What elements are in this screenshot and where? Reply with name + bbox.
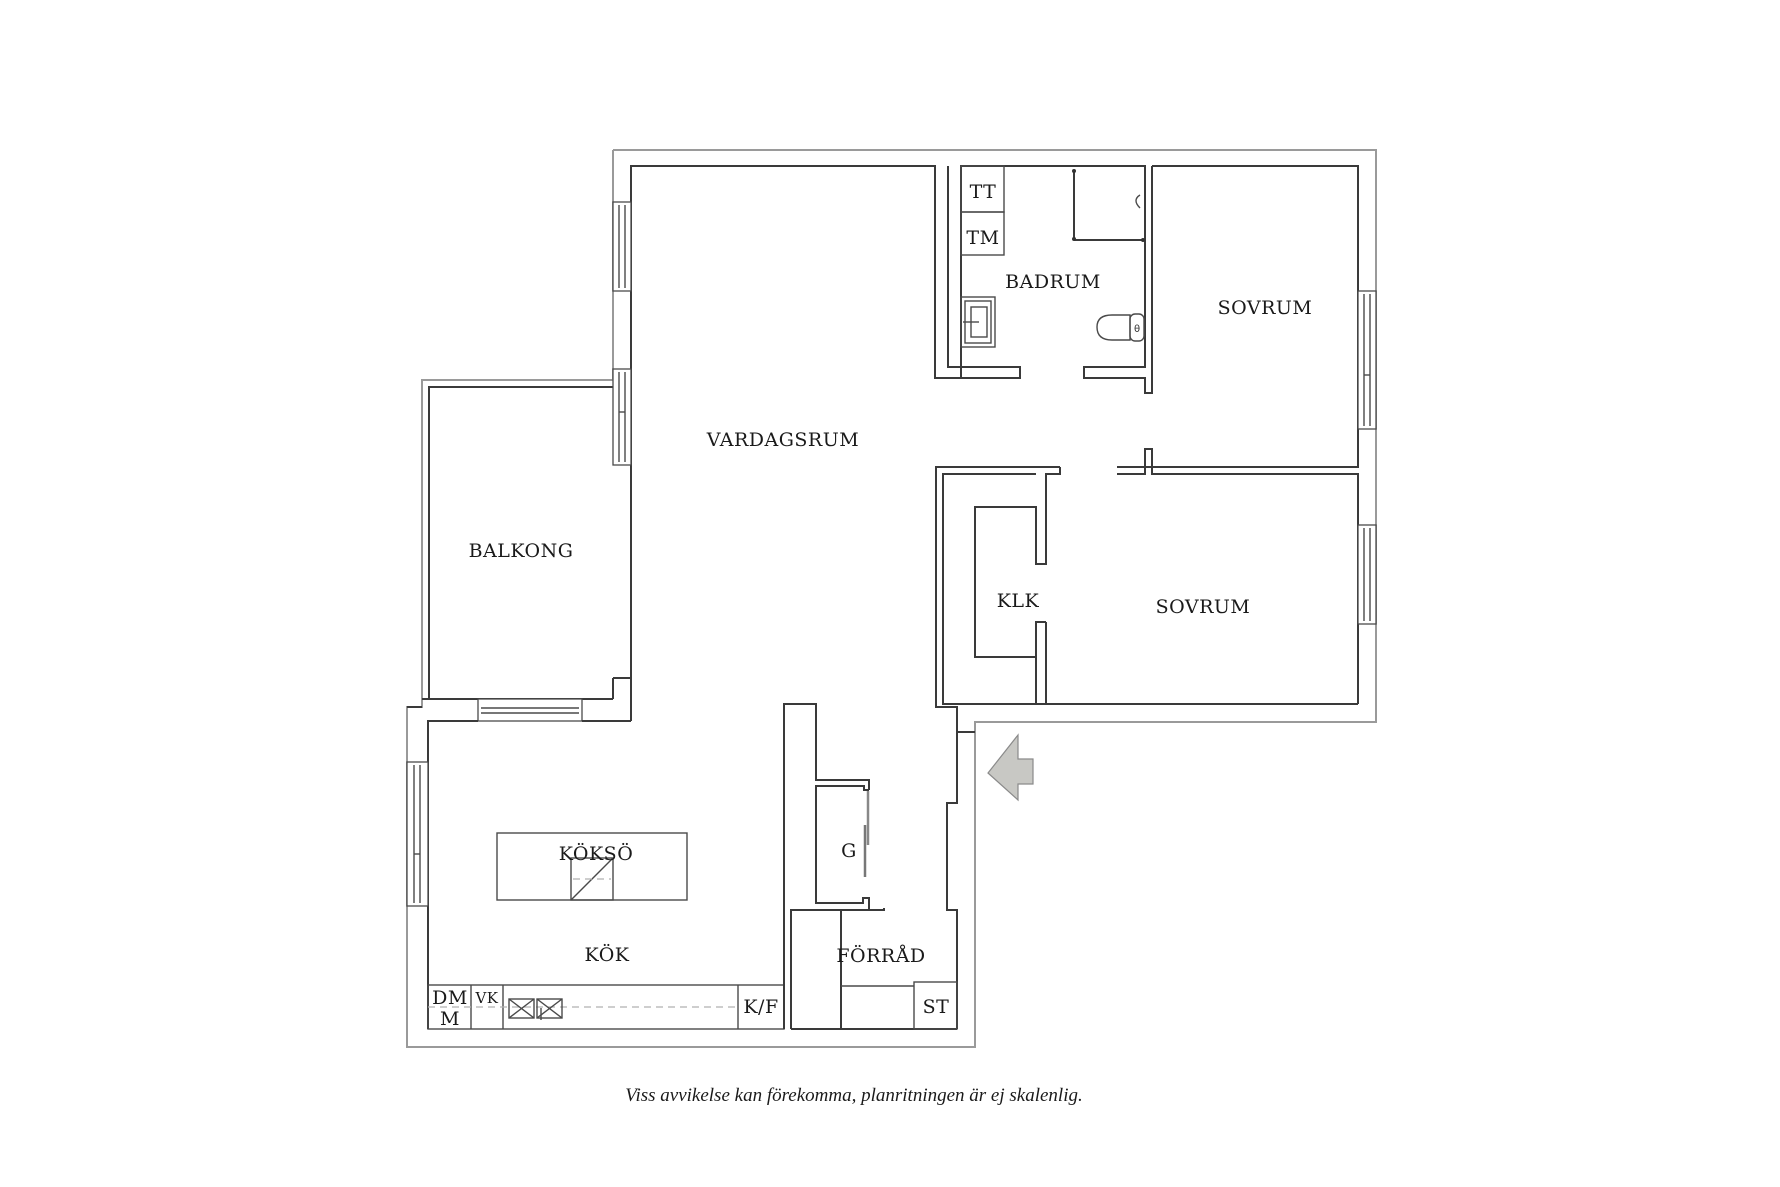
balcony-walls <box>422 386 613 722</box>
room-label-klk: KLK <box>996 590 1040 612</box>
upper-bedroom-walls <box>1117 165 1377 704</box>
double-sink-icon <box>508 998 563 1020</box>
hall-walls <box>783 703 975 1030</box>
fixture-label-m: M <box>440 1008 460 1030</box>
entrance-arrow-icon <box>987 733 1034 802</box>
fixture-label-vk: VK <box>475 989 499 1007</box>
fixture-label-tm: TM <box>966 227 1000 249</box>
fixture-label-dm: DM <box>432 987 468 1009</box>
room-label-sovrum-upper: SOVRUM <box>1217 297 1313 319</box>
closet-walls <box>935 466 1358 733</box>
svg-text:θ: θ <box>1134 324 1140 335</box>
room-label-forrad: FÖRRÅD <box>836 945 926 967</box>
sink-icon <box>960 296 996 348</box>
room-label-balkong: BALKONG <box>468 540 574 562</box>
kitchen-walls <box>406 678 632 1029</box>
fixture-label-tt: TT <box>969 181 997 203</box>
fixture-label-koksö: KÖKSÖ <box>558 843 634 865</box>
room-label-sovrum-lower: SOVRUM <box>1155 596 1251 618</box>
fixture-label-kf: K/F <box>743 996 779 1018</box>
fixture-label-g: G <box>841 840 857 862</box>
room-label-vardagsrum: VARDAGSRUM <box>706 429 860 451</box>
toilet-icon: θ <box>1096 313 1145 342</box>
fixture-label-st: ST <box>922 996 950 1018</box>
disclaimer-caption: Viss avvikelse kan förekomma, planritnin… <box>625 1085 1083 1106</box>
kitchen-island <box>496 832 688 901</box>
bathroom-walls <box>960 165 1153 394</box>
room-label-kok: KÖK <box>584 944 630 966</box>
living-room-windows <box>612 201 632 466</box>
room-label-badrum: BADRUM <box>1005 271 1101 293</box>
lower-bedroom-window <box>1357 524 1377 625</box>
